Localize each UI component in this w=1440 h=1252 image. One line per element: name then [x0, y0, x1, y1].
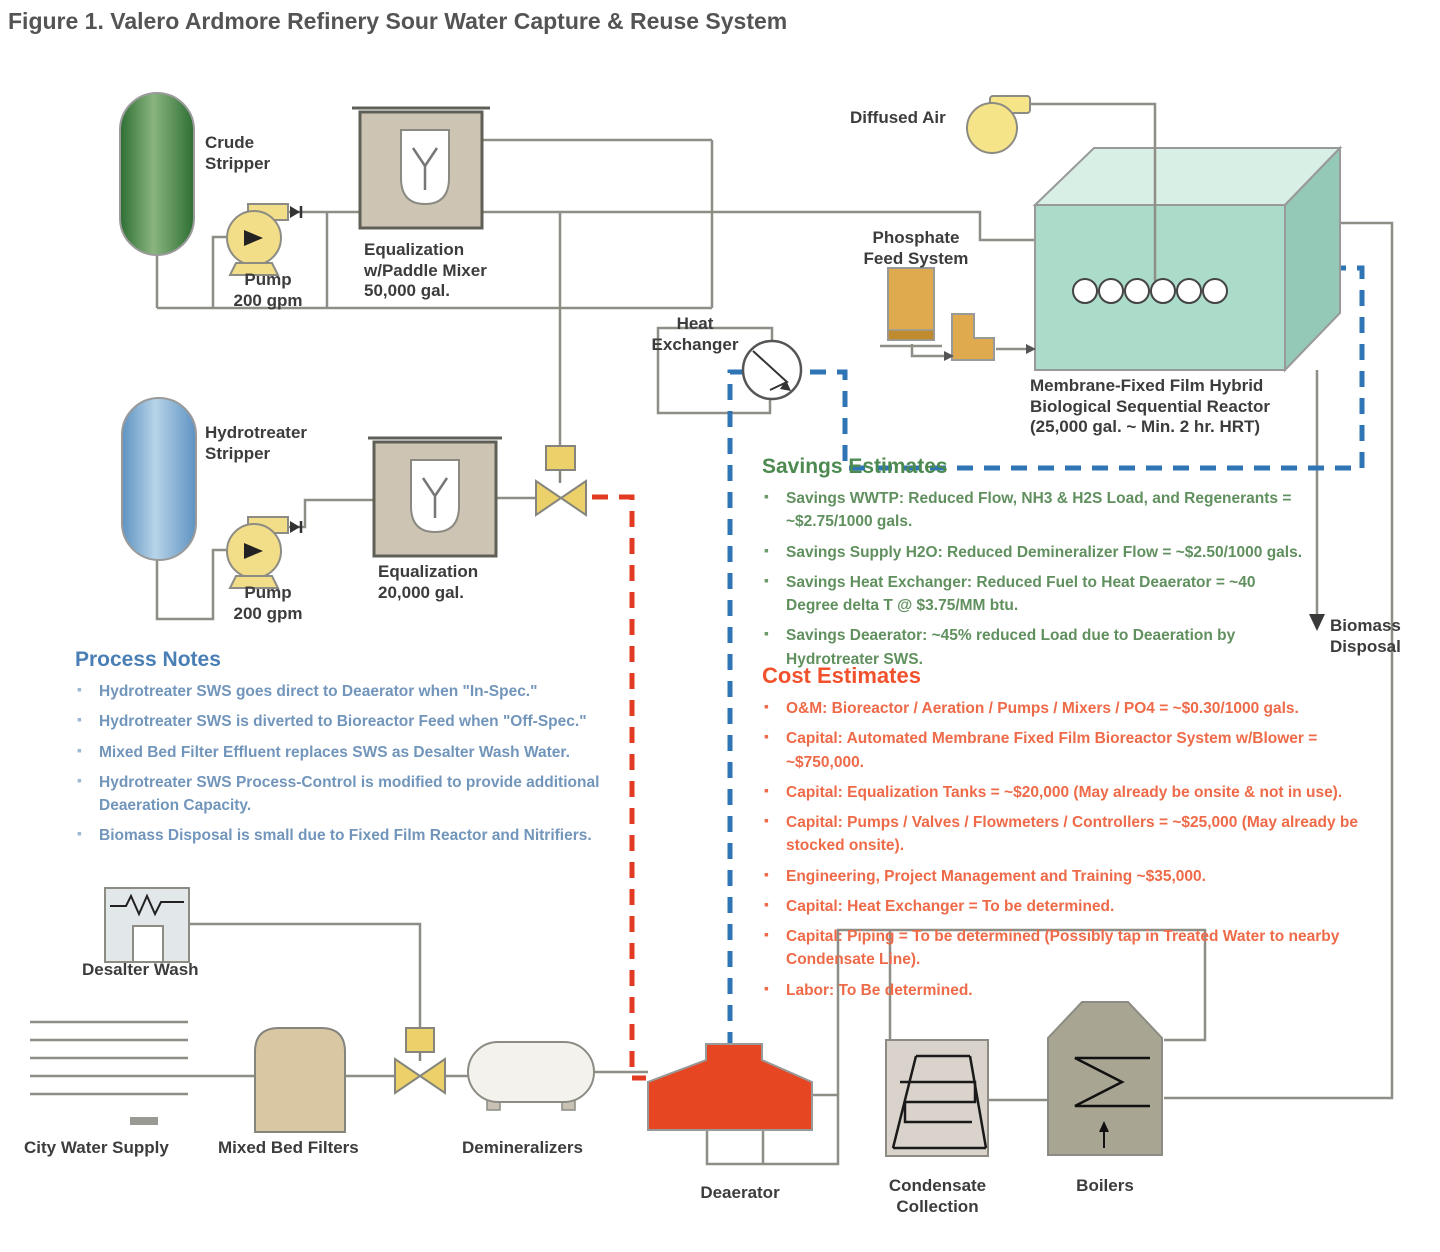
pump-crude-icon — [226, 203, 303, 276]
hydrotreater-stripper-label: Hydrotreater Stripper — [205, 423, 308, 463]
pipe-heat-exchanger-loop — [656, 326, 774, 415]
cost-estimates-section: Cost Estimates O&M: Bioreactor / Aeratio… — [762, 663, 1377, 1009]
list-item: Hydrotreater SWS is diverted to Bioreact… — [75, 709, 607, 733]
air-blower-icon — [966, 95, 1031, 154]
wash-water-valve-icon — [394, 1027, 446, 1095]
list-item: Capital: Pumps / Valves / Flowmeters / C… — [762, 810, 1377, 858]
list-item: Engineering, Project Management and Trai… — [762, 863, 1377, 888]
condensate-collection-icon — [885, 1039, 989, 1157]
process-pipes — [30, 138, 1394, 1166]
process-notes-section: Process Notes Hydrotreater SWS goes dire… — [75, 648, 607, 855]
pipe-crude-stripper-outlet — [155, 250, 712, 310]
list-item: Capital: Piping = To be determined (Poss… — [762, 924, 1377, 972]
list-item: Capital: Equalization Tanks = ~$20,000 (… — [762, 780, 1377, 804]
hydrotreater-stripper-vessel — [121, 397, 197, 561]
list-item: Hydrotreater SWS Process-Control is modi… — [75, 770, 607, 818]
pump-hydrotreater-label: Pump 200 gpm — [233, 583, 303, 623]
deaerator-label: Deaerator — [700, 1183, 780, 1202]
phosphate-feed-icon — [880, 267, 1036, 361]
list-item: Capital: Heat Exchanger = To be determin… — [762, 894, 1377, 918]
desalter-wash-label: Desalter Wash — [82, 960, 199, 979]
pipe-desalter-wash — [190, 922, 422, 1030]
diffused-air-label: Diffused Air — [850, 108, 946, 127]
list-item: Biomass Disposal is small due to Fixed F… — [75, 823, 607, 847]
savings-estimates-list: Savings WWTP: Reduced Flow, NH3 & H2S Lo… — [762, 486, 1310, 671]
city-water-supply-lines — [30, 1020, 188, 1096]
deaerator-icon — [647, 1043, 813, 1131]
pipe-eq1-overflow — [482, 138, 714, 308]
boilers-label: Boilers — [1076, 1176, 1134, 1195]
savings-estimates-heading: Savings Estimates — [762, 455, 948, 478]
biomass-arrow-icon — [1309, 614, 1325, 631]
mixed-bed-filter-icon — [254, 1027, 346, 1133]
list-item: O&M: Bioreactor / Aeration / Pumps / Mix… — [762, 696, 1377, 720]
mixed-bed-filters-label: Mixed Bed Filters — [218, 1138, 359, 1157]
crude-stripper-label: Crude Stripper — [205, 133, 271, 173]
equalization-mixer-tank — [352, 106, 490, 230]
bioreactor-tank — [1030, 102, 1343, 373]
pipe-deaerator-legs — [705, 1093, 840, 1166]
list-item: Savings Supply H2O: Reduced Demineralize… — [762, 539, 1310, 564]
equalization-mixer-label: Equalization w/Paddle Mixer 50,000 gal. — [364, 240, 487, 301]
list-item: Labor: To Be determined. — [762, 977, 1377, 1002]
diffuser-bubbles-icon — [1072, 278, 1228, 304]
pipe-air-to-diffusers — [1030, 102, 1157, 281]
diverter-valve-icon — [535, 445, 587, 517]
cost-estimates-heading: Cost Estimates — [762, 663, 921, 688]
process-notes-heading: Process Notes — [75, 648, 221, 671]
list-item: Capital: Automated Membrane Fixed Film B… — [762, 726, 1377, 774]
pipe-hydrotreater-outlet — [155, 548, 226, 621]
list-item: Savings Deaerator: ~45% reduced Load due… — [762, 623, 1310, 671]
list-item: Hydrotreater SWS goes direct to Deaerato… — [75, 679, 607, 703]
crude-stripper-vessel — [119, 92, 195, 256]
cost-estimates-list: O&M: Bioreactor / Aeration / Pumps / Mix… — [762, 696, 1377, 1002]
process-notes-list: Hydrotreater SWS goes direct to Deaerato… — [75, 679, 607, 848]
list-item: Savings Heat Exchanger: Reduced Fuel to … — [762, 570, 1310, 618]
city-water-stub — [130, 1117, 158, 1125]
pump-hydrotreater-icon — [226, 516, 303, 589]
savings-estimates-section: Savings Estimates Savings WWTP: Reduced … — [762, 455, 1310, 678]
city-water-label: City Water Supply — [24, 1138, 169, 1157]
pipe-bioreactor-feed — [482, 210, 1035, 242]
condensate-collection-label: Condensate Collection — [888, 1176, 987, 1216]
list-item: Mixed Bed Filter Effluent replaces SWS a… — [75, 739, 607, 764]
offspec-sws-dashed-line — [592, 494, 646, 1081]
equalization-tank — [368, 436, 502, 558]
equalization-label: Equalization 20,000 gal. — [378, 562, 479, 602]
pipe-phosphate-1 — [910, 344, 944, 358]
boiler-icon — [1047, 1001, 1163, 1156]
phosphate-feed-label: Phosphate Feed System — [863, 228, 969, 268]
desalter-wash-icon — [104, 887, 190, 963]
heat-exchanger-label: Heat Exchanger — [651, 314, 739, 354]
figure-title: Figure 1. Valero Ardmore Refinery Sour W… — [8, 8, 788, 34]
demineralizers-label: Demineralizers — [462, 1138, 583, 1157]
pipe-pump1-suction — [211, 235, 226, 308]
bioreactor-label: Membrane-Fixed Film Hybrid Biological Se… — [1030, 376, 1270, 437]
pipe-treated-return — [1164, 221, 1394, 1100]
biomass-disposal-label: Biomass Disposal — [1330, 616, 1401, 656]
treated-water-dashed-line — [727, 265, 1365, 1052]
list-item: Savings WWTP: Reduced Flow, NH3 & H2S Lo… — [762, 486, 1310, 534]
pump-crude-label: Pump 200 gpm — [233, 270, 303, 310]
demineralizer-icon — [467, 1041, 595, 1111]
heat-exchanger-icon — [741, 339, 803, 401]
